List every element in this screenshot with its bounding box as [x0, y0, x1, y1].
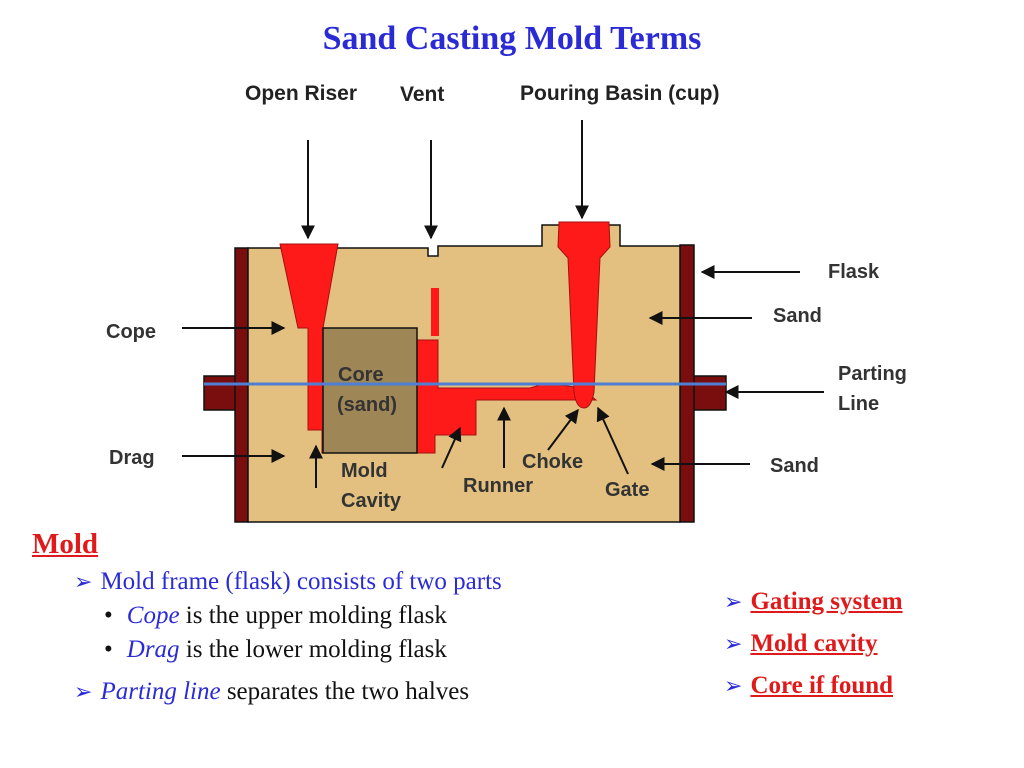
- label-choke: Choke: [522, 451, 583, 473]
- parting-line-term: Parting line: [100, 678, 221, 705]
- parting-line-description: separates the two halves: [220, 678, 470, 705]
- cope-description: is the upper molding flask: [179, 602, 447, 629]
- label-vent: Vent: [400, 83, 444, 106]
- drag-description: is the lower molding flask: [179, 636, 447, 663]
- core: [322, 327, 418, 454]
- right-item-core-if-found[interactable]: ➢ Core if found: [724, 672, 893, 700]
- arrow-bullet-icon: ➢: [724, 631, 743, 656]
- label-flask: Flask: [828, 261, 880, 283]
- label-drag: Drag: [109, 447, 155, 469]
- dot-bullet-icon: •: [104, 636, 113, 663]
- dot-bullet-icon: •: [104, 602, 113, 629]
- label-open-riser: Open Riser: [245, 82, 357, 105]
- label-sand-lower: Sand: [770, 455, 819, 477]
- arrow-choke: [547, 408, 579, 451]
- bullet-cope: • Cope is the upper molding flask: [104, 602, 447, 630]
- arrow-mold-cavity-2: [441, 426, 462, 469]
- label-cope: Cope: [106, 321, 156, 343]
- label-gate: Gate: [605, 479, 649, 501]
- sprue: [557, 221, 611, 409]
- drag-term: Drag: [126, 636, 180, 663]
- label-pouring-basin: Pouring Basin (cup): [520, 82, 720, 105]
- gating-system-link[interactable]: Gating system: [750, 588, 903, 615]
- bullet-mold-frame: ➢ Mold frame (flask) consists of two part…: [74, 568, 502, 596]
- bullet-parting-line: ➢ Parting line separates the two halves: [74, 678, 469, 706]
- label-sand-upper: Sand: [773, 305, 822, 327]
- arrow-bullet-icon: ➢: [74, 569, 93, 594]
- page-title: Sand Casting Mold Terms: [322, 20, 702, 57]
- arrow-bullet-icon: ➢: [74, 679, 93, 704]
- label-parting-line-1: Parting: [838, 363, 907, 385]
- core-if-found-link[interactable]: Core if found: [750, 672, 894, 699]
- right-item-gating-system[interactable]: ➢ Gating system: [724, 588, 903, 616]
- arrow-bullet-icon: ➢: [724, 589, 743, 614]
- label-core-1: Core: [338, 364, 384, 386]
- bullet-drag: • Drag is the lower molding flask: [104, 636, 447, 664]
- cope-term: Cope: [126, 602, 180, 629]
- flask-lug-right: [689, 375, 727, 411]
- label-core-2: (sand): [337, 394, 397, 416]
- label-mold-cavity-1: Mold: [341, 460, 388, 482]
- bullet-mold-frame-text: Mold frame (flask) consists of two parts: [100, 568, 502, 595]
- label-runner: Runner: [463, 475, 533, 497]
- arrow-gate: [596, 406, 629, 475]
- label-parting-line-2: Line: [838, 393, 879, 415]
- label-mold-cavity-2: Cavity: [341, 490, 402, 512]
- mold-cavity-link[interactable]: Mold cavity: [750, 630, 878, 657]
- mold-heading: Mold: [32, 528, 99, 560]
- vent-channel: [431, 288, 439, 336]
- arrow-bullet-icon: ➢: [724, 673, 743, 698]
- right-item-mold-cavity[interactable]: ➢ Mold cavity: [724, 630, 878, 658]
